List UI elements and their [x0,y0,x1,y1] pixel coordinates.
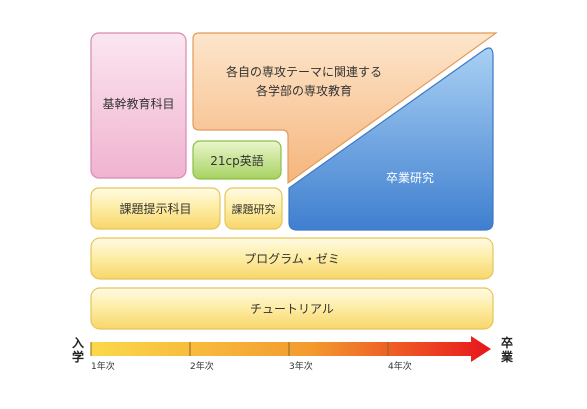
timeline-arrow [91,336,491,362]
kikan-label: 基幹教育科目 [102,96,174,111]
sotsugyo-label: 卒業研究 [386,170,434,185]
kadai-teiji-block: 課題提示科目 [90,187,221,230]
kadai-teiji-label: 課題提示科目 [119,201,191,216]
timeline-start-label-1: 入 [72,336,84,350]
senmon-label-line2: 各学部の専攻教育 [256,83,352,98]
sotsugyo-block: 卒業研究 [288,47,494,231]
year-label-3: 3年次 [289,360,313,372]
tutorial-block: チュートリアル [90,287,494,330]
kikan-block: 基幹教育科目 [90,32,187,179]
cp21-label: 21cp英語 [210,153,264,168]
timeline-end-label-2: 業 [500,349,514,364]
kadai-kenkyu-label: 課題研究 [232,202,276,216]
timeline: 入 学 1年次 2年次 3年次 4年次 卒 業 [72,335,514,372]
timeline-start-label-2: 学 [72,349,84,364]
tutorial-label: チュートリアル [250,302,334,316]
cp21-block: 21cp英語 [192,140,282,180]
year-label-4: 4年次 [388,360,412,372]
timeline-end-label-1: 卒 [501,335,513,350]
kadai-kenkyu-block: 課題研究 [224,187,283,230]
program-label: プログラム・ゼミ [244,252,340,266]
year-label-2: 2年次 [190,360,214,372]
senmon-block: 各自の専攻テーマに関連する 各学部の専攻教育 [192,32,498,185]
program-block: プログラム・ゼミ [90,237,494,280]
senmon-label-line1: 各自の専攻テーマに関連する [226,64,382,79]
year-label-1: 1年次 [91,360,115,372]
